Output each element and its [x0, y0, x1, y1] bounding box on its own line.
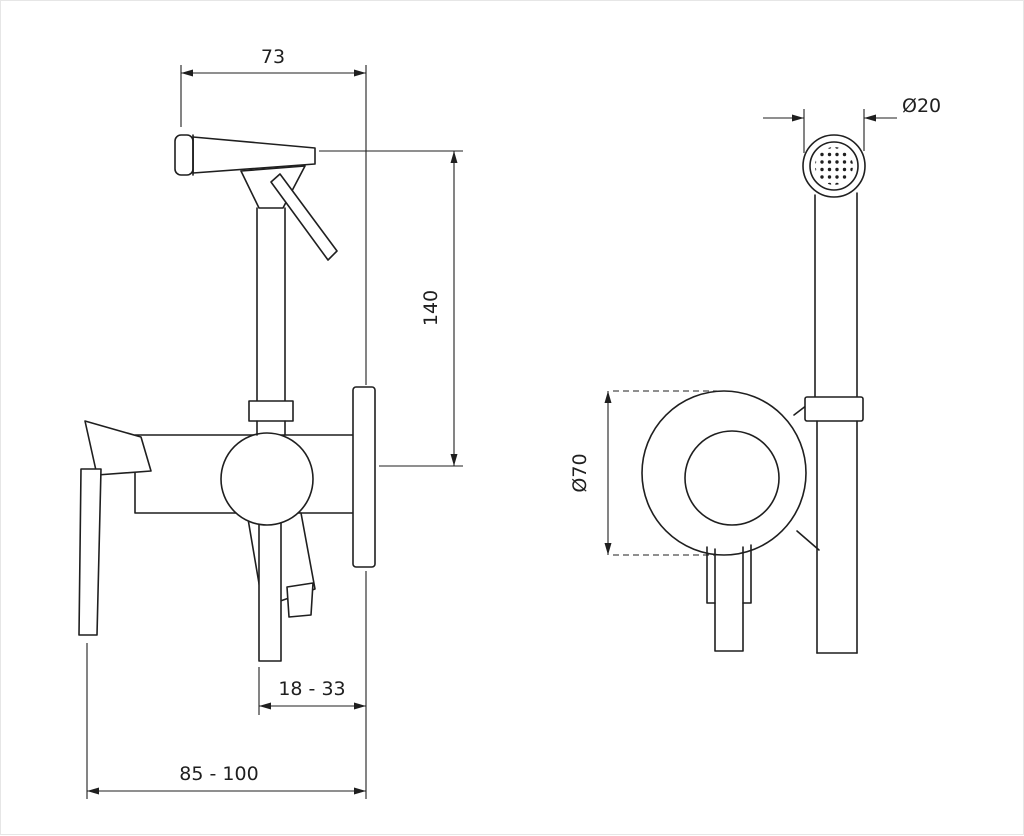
lever-handle-side: [706, 544, 752, 652]
wall-flange: [352, 386, 376, 568]
dim-label-73: 73: [261, 46, 285, 68]
riser-tube-side: [804, 192, 864, 654]
dim-73: 73: [180, 46, 367, 385]
dim-85-100: 85 - 100: [86, 643, 366, 799]
valve-rosette: [220, 432, 314, 526]
trigger-lever: [270, 173, 338, 261]
dim-18-33: 18 - 33: [258, 571, 367, 799]
dim-label-18-33: 18 - 33: [278, 678, 345, 700]
dim-label-d70: Ø70: [569, 453, 591, 492]
shower-holder: [246, 500, 316, 662]
dim-label-d20: Ø20: [902, 95, 941, 117]
riser-tube: [248, 207, 294, 436]
dim-d20: Ø20: [763, 95, 941, 153]
hand-shower-head: [174, 134, 338, 261]
dim-label-140: 140: [420, 290, 442, 326]
dim-d70: Ø70: [569, 390, 717, 556]
dimensions: 73 140 18 - 33 85 - 100: [86, 46, 941, 799]
spray-face-dots: [815, 147, 853, 185]
side-view: [641, 134, 866, 654]
dim-140: 140: [319, 150, 463, 467]
lever-handle: [78, 420, 152, 636]
dim-label-85-100: 85 - 100: [179, 763, 258, 785]
front-view: [78, 134, 376, 662]
valve-circle: [684, 430, 780, 526]
spray-head: [802, 134, 866, 198]
